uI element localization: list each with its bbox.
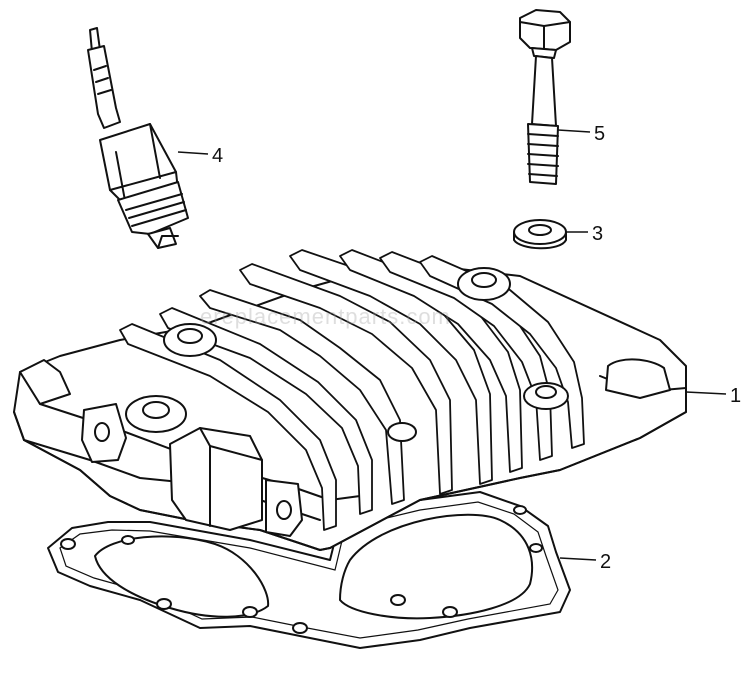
callout-5: 5 xyxy=(594,123,605,145)
callout-2: 2 xyxy=(600,551,611,573)
watermark: ereplacementparts.com xyxy=(200,304,451,329)
spark-plug-icon[interactable] xyxy=(87,27,189,249)
callout-1: 1 xyxy=(730,385,741,407)
head-gasket-icon[interactable] xyxy=(47,491,571,649)
callout-4: 4 xyxy=(212,145,223,167)
washer-icon[interactable] xyxy=(513,219,567,250)
head-bolt-icon[interactable] xyxy=(519,9,571,185)
callout-3: 3 xyxy=(592,223,603,245)
cylinder-head-icon[interactable] xyxy=(13,249,687,551)
